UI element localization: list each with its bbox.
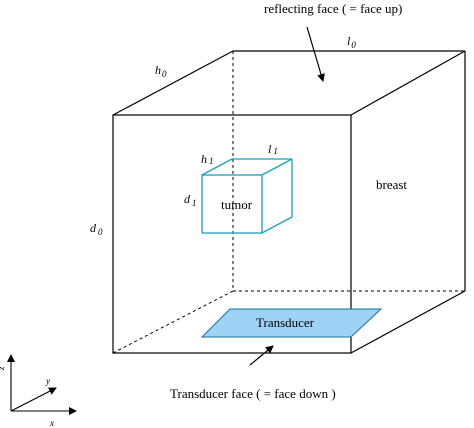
breast-box-hidden-edges bbox=[112, 51, 465, 354]
x-axis-label: x bbox=[49, 418, 54, 428]
h0-label: h0 bbox=[155, 63, 167, 79]
tumor-bottom-right-edge bbox=[261, 216, 293, 234]
breast-box-top-right-edge bbox=[350, 50, 466, 116]
y-axis bbox=[10, 387, 57, 412]
hidden-bottom-left-edge bbox=[112, 290, 234, 354]
breast-label: breast bbox=[376, 177, 407, 192]
transducer-plate bbox=[200, 308, 383, 338]
breast-box-bottom-right-edge bbox=[350, 290, 466, 354]
reflecting-face-label: reflecting face ( = face up) bbox=[264, 1, 402, 16]
tumor-top-right-edge bbox=[261, 158, 293, 176]
l0-label: l0 bbox=[347, 34, 356, 50]
breast-box-front-face bbox=[112, 114, 352, 354]
tumor-top-left-edge bbox=[201, 158, 233, 176]
z-axis-label: z bbox=[0, 366, 6, 371]
breast-box-top-left-edge bbox=[112, 50, 234, 116]
transducer-face-label: Transducer face ( = face down ) bbox=[170, 386, 336, 401]
transducer-face-arrow bbox=[249, 345, 274, 366]
tumor-cube bbox=[201, 158, 293, 234]
tumor-front-face bbox=[201, 174, 263, 234]
transducer-label: Transducer bbox=[256, 315, 315, 330]
y-axis-label: y bbox=[45, 376, 50, 386]
reflecting-face-arrow bbox=[306, 26, 325, 82]
coordinate-axes bbox=[7, 354, 77, 415]
tumor-label: tumor bbox=[221, 197, 253, 212]
breast-box bbox=[112, 50, 466, 354]
